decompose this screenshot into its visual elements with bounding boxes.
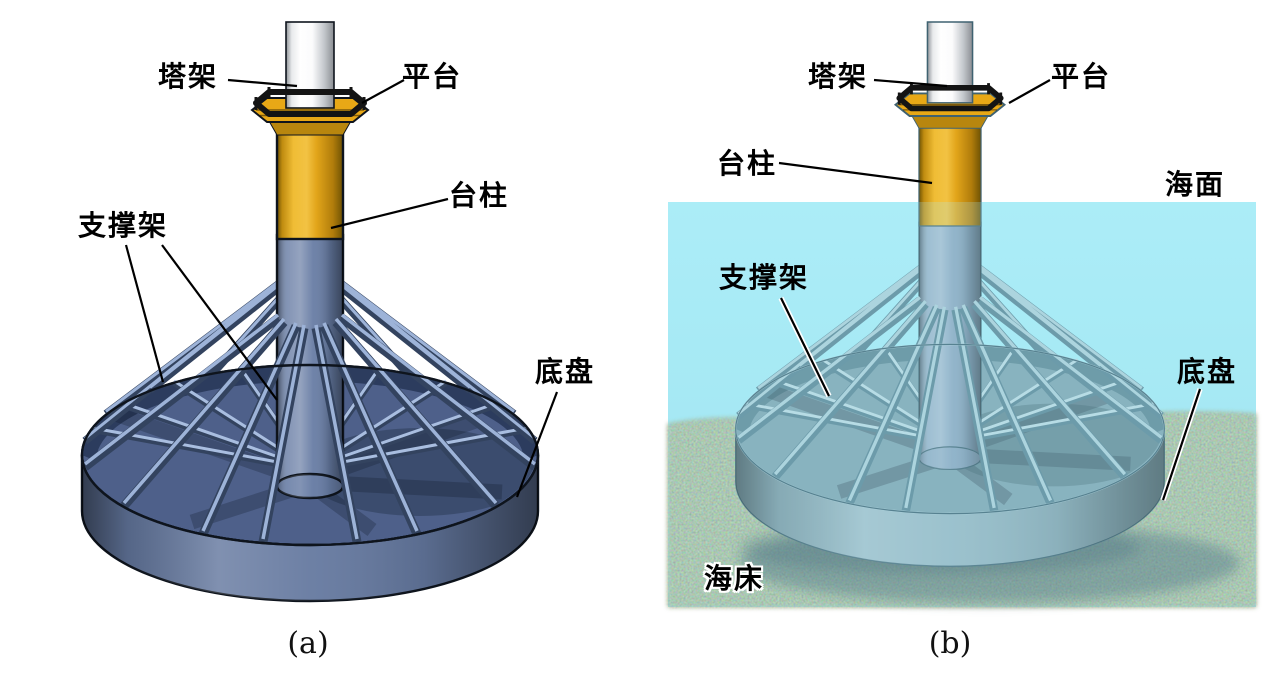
caption-b: (b) <box>928 626 972 661</box>
underwater-tint <box>668 202 1256 607</box>
label-column-a: 台柱 <box>449 180 510 211</box>
leader-line <box>124 244 165 383</box>
leader-line <box>515 391 559 498</box>
structure-a <box>82 22 538 601</box>
label-seabed: 海床 <box>704 563 765 594</box>
leader-line <box>1008 79 1051 104</box>
leader-lines <box>124 78 1203 501</box>
leader-line <box>780 297 830 397</box>
label-tower-a: 塔架 <box>158 61 219 92</box>
leader-line <box>361 79 405 104</box>
leader-line <box>330 197 449 230</box>
leader-line <box>227 78 298 88</box>
label-sea-surface: 海面 <box>1165 169 1226 200</box>
label-column-b: 台柱 <box>717 148 778 179</box>
leader-line <box>1161 388 1202 501</box>
label-platform-a: 平台 <box>402 61 463 92</box>
leader-line <box>873 78 948 88</box>
label-tower-b: 塔架 <box>808 61 869 92</box>
label-platform-b: 平台 <box>1051 61 1112 92</box>
label-support-frame-a: 支撑架 <box>78 210 169 241</box>
label-support-frame-b: 支撑架 <box>719 262 810 293</box>
leader-line <box>778 161 933 185</box>
label-base-a: 底盘 <box>535 356 596 387</box>
label-base-b: 底盘 <box>1177 356 1238 387</box>
caption-a: (a) <box>287 626 329 661</box>
leader-line <box>161 244 278 401</box>
